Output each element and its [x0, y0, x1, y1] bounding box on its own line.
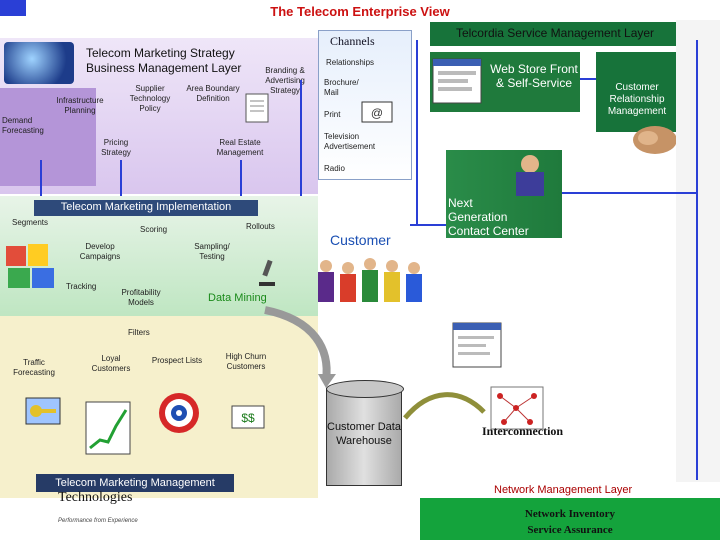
billing-label: Billing	[617, 264, 650, 278]
key-icon	[25, 397, 61, 425]
tsml-header	[430, 22, 680, 46]
screenshot-icon	[432, 58, 482, 104]
channel-television: Television Advertisement	[324, 132, 376, 151]
supplier-label: Supplier Technology Policy	[129, 84, 171, 113]
right-rail	[676, 20, 720, 482]
segments-label: Segments	[12, 218, 49, 227]
tracking-label: Tracking	[66, 282, 97, 291]
network-layer-label: Network Management Layer	[494, 484, 633, 496]
develop-campaigns-label: Develop Campaigns	[79, 242, 121, 261]
marketing-strategy-title-line1: Telecom Marketing Strategy	[86, 46, 235, 60]
scoring-label: Scoring	[140, 225, 168, 234]
profitability-label: Profitability Models	[121, 288, 161, 307]
demand-connector	[40, 160, 42, 196]
warehouse-cylinder	[326, 388, 402, 486]
page-title: The Telecom Enterprise View	[270, 4, 450, 19]
implementation-header	[34, 200, 258, 216]
high-churn-label: High Churn Customers	[225, 352, 267, 371]
channel-brochure: Brochure/ Mail	[324, 78, 359, 97]
customer-connector	[410, 224, 446, 226]
demand-forecasting-label: Demand Forecasting	[2, 116, 44, 135]
demand-panel	[0, 88, 96, 186]
web-crm-connector	[580, 78, 596, 80]
globe-icon	[4, 42, 74, 84]
contact-center-label: Next Generation Contact Center	[448, 196, 529, 238]
money-icon: $$	[231, 405, 265, 429]
tsml-title: Telcordia Service Management Layer	[455, 26, 655, 40]
data-mining-label: Data Mining	[208, 292, 267, 304]
implementation-panel	[0, 196, 318, 316]
area-boundary-label: Area Boundary Definition	[186, 84, 240, 103]
flow-arrow-icon	[264, 306, 336, 388]
interconnect-arrow-icon	[403, 392, 486, 420]
channel-radio: Radio	[324, 164, 345, 173]
people-icon	[318, 258, 422, 302]
network-layer-bar	[420, 498, 720, 540]
warehouse-label: Customer Data Warehouse	[327, 421, 401, 447]
rollouts-label: Rollouts	[246, 222, 275, 231]
network-graph-icon	[490, 386, 544, 430]
pricing-label: Pricing Strategy	[101, 138, 131, 157]
handshake-icon	[633, 126, 677, 154]
channel-print: Print	[324, 110, 341, 119]
mail-icon: @	[361, 101, 393, 123]
agent-icon	[516, 155, 544, 196]
microscope-icon	[259, 259, 275, 286]
document-icon	[245, 93, 269, 123]
infrastructure-label: Infrastructure Planning	[56, 96, 104, 115]
service-assurance-label: Service Assurance	[527, 524, 613, 536]
pricing-connector	[120, 160, 122, 196]
implementation-title: Telecom Marketing Implementation	[60, 201, 232, 213]
contact-connector	[562, 192, 698, 194]
corner-marker	[0, 0, 26, 16]
svg-text:$$: $$	[241, 411, 255, 425]
footer-tagline: Performance from Experience	[58, 518, 138, 524]
warehouse-cylinder-top	[326, 380, 404, 398]
filters-title: Filters	[128, 328, 150, 337]
bill-screenshot-icon	[452, 322, 502, 368]
management-header	[36, 474, 234, 492]
puzzle-icon	[6, 244, 54, 288]
channel-relationships: Relationships	[326, 58, 375, 67]
management-title: Telecom Marketing Management	[55, 477, 215, 489]
branding-connector	[300, 80, 302, 196]
footer-brand: Technologies	[58, 490, 133, 505]
network-inventory-label: Network Inventory	[524, 508, 616, 520]
estate-connector	[240, 160, 242, 196]
crm-label: Customer Relationship Management	[607, 82, 667, 117]
marketing-strategy-title: Telecom Marketing Strategy Business Mana…	[86, 46, 241, 76]
web-store-label: Web Store Front & Self-Service	[490, 62, 578, 90]
sampling-label: Sampling/ Testing	[194, 242, 230, 261]
ebpp-label: Electronic Bill Presentment & Payment	[473, 280, 553, 324]
svg-text:@: @	[371, 106, 383, 120]
marketing-strategy-title-line2: Business Management Layer	[86, 61, 242, 75]
prospect-lists-label: Prospect Lists	[151, 356, 203, 365]
target-icon	[159, 393, 199, 433]
crm-panel	[596, 52, 678, 132]
channels-title: Channels	[330, 34, 375, 48]
loyal-customers-label: Loyal Customers	[91, 354, 131, 373]
branding-label: Branding & Advertising Strategy	[265, 66, 305, 95]
growth-chart-icon	[85, 401, 131, 455]
right-connector	[696, 40, 698, 480]
customer-label: Customer	[330, 232, 391, 248]
real-estate-label: Real Estate Management	[216, 138, 264, 157]
traffic-forecasting-label: Traffic Forecasting	[13, 358, 55, 377]
order-management-label: Order Management	[585, 340, 691, 354]
channels-connector	[416, 40, 418, 226]
interconnection-label: Interconnection	[482, 424, 564, 438]
